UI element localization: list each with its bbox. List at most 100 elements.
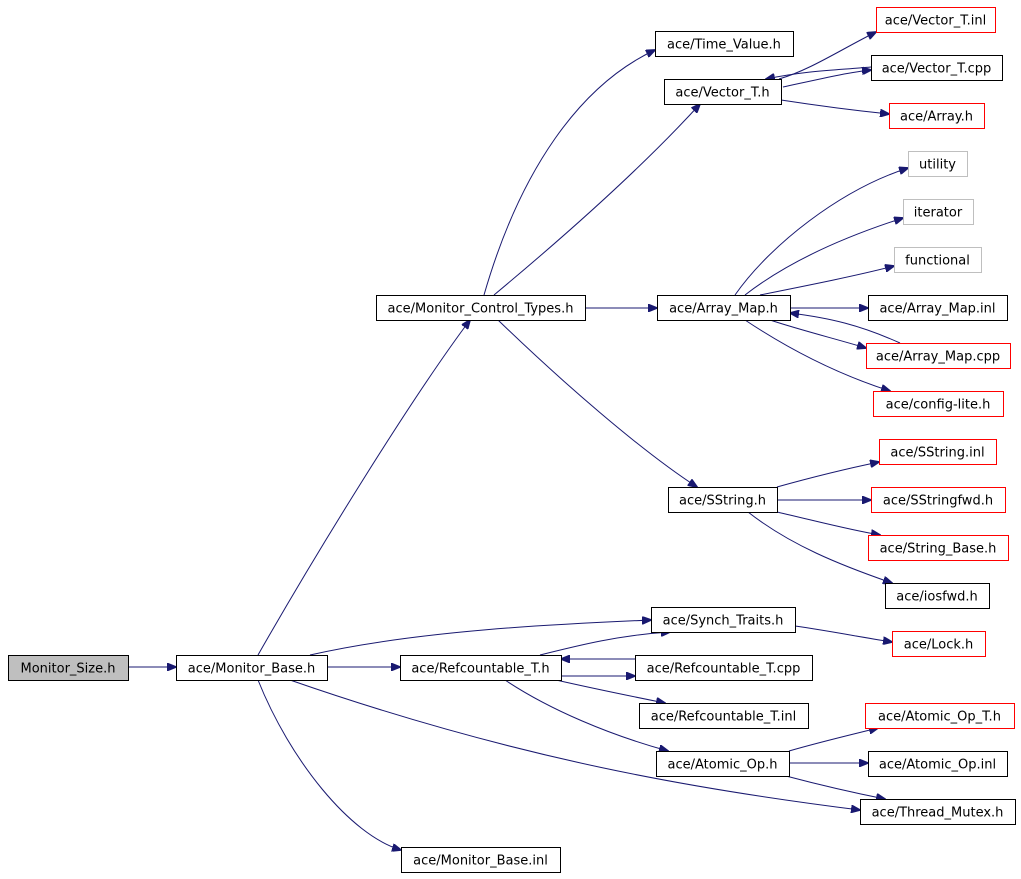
node-box bbox=[879, 439, 997, 465]
node-label: ace/Refcountable_T.cpp bbox=[647, 662, 801, 677]
node-time-value[interactable]: ace/Time_Value.h bbox=[655, 31, 794, 57]
node-box bbox=[8, 655, 129, 681]
node-functional: functional bbox=[894, 247, 982, 273]
node-box bbox=[903, 199, 974, 225]
node-label: ace/Refcountable_T.inl bbox=[651, 710, 797, 725]
edge-atomic-op-to-atomic-op-t bbox=[788, 728, 878, 752]
edge-refcountable-t-to-refcountable-t-inl bbox=[555, 679, 665, 703]
node-box bbox=[873, 391, 1004, 417]
node-monitor-base[interactable]: ace/Monitor_Base.h bbox=[176, 655, 328, 681]
node-sstringfwd[interactable]: ace/SStringfwd.h bbox=[871, 487, 1006, 513]
node-synch-traits[interactable]: ace/Synch_Traits.h bbox=[651, 607, 796, 633]
node-monitor-base-inl[interactable]: ace/Monitor_Base.inl bbox=[401, 847, 561, 873]
node-config-lite[interactable]: ace/config-lite.h bbox=[873, 391, 1004, 417]
node-box bbox=[868, 751, 1008, 777]
node-label: ace/Thread_Mutex.h bbox=[872, 806, 1004, 821]
node-array-map-cpp[interactable]: ace/Array_Map.cpp bbox=[866, 343, 1011, 369]
node-thread-mutex[interactable]: ace/Thread_Mutex.h bbox=[860, 799, 1016, 825]
node-box bbox=[639, 703, 809, 729]
node-box bbox=[908, 151, 968, 177]
node-box bbox=[401, 847, 561, 873]
edge-monitor-base-to-monitor-control-types bbox=[257, 320, 470, 656]
node-label: ace/Array.h bbox=[900, 110, 973, 125]
nodes-layer: Monitor_Size.h ace/Monitor_Base.h ace/Moni… bbox=[8, 7, 1016, 873]
edge-monitor-control-types-to-vector-t bbox=[493, 104, 700, 296]
edge-vector-t-cpp-to-vector-t bbox=[766, 66, 872, 79]
edge-refcountable-t-to-atomic-op bbox=[504, 679, 668, 751]
edge-array-map-to-array-map-cpp bbox=[769, 319, 866, 348]
node-box bbox=[651, 607, 796, 633]
node-box bbox=[860, 799, 1016, 825]
node-label: iterator bbox=[914, 206, 963, 221]
edge-array-map-to-functional bbox=[759, 266, 894, 296]
node-atomic-op-inl[interactable]: ace/Atomic_Op.inl bbox=[868, 751, 1008, 777]
node-label: ace/Array_Map.inl bbox=[879, 302, 995, 317]
node-array-h[interactable]: ace/Array.h bbox=[889, 103, 985, 129]
node-array-map-inl[interactable]: ace/Array_Map.inl bbox=[868, 295, 1008, 321]
edge-sstring-to-iosfwd bbox=[747, 511, 892, 583]
node-box bbox=[871, 55, 1003, 81]
node-string-base[interactable]: ace/String_Base.h bbox=[868, 535, 1009, 561]
node-box bbox=[876, 7, 996, 33]
node-label: ace/SString.inl bbox=[890, 446, 984, 461]
node-lock[interactable]: ace/Lock.h bbox=[892, 631, 986, 657]
node-box bbox=[376, 295, 586, 321]
node-box bbox=[868, 535, 1009, 561]
node-vector-t-inl[interactable]: ace/Vector_T.inl bbox=[876, 7, 996, 33]
node-label: ace/Atomic_Op.h bbox=[668, 758, 778, 773]
node-label: ace/Monitor_Base.inl bbox=[413, 854, 548, 869]
node-box bbox=[885, 583, 990, 609]
edge-synch-traits-to-lock bbox=[794, 625, 892, 642]
node-vector-t[interactable]: ace/Vector_T.h bbox=[664, 79, 782, 105]
node-iosfwd[interactable]: ace/iosfwd.h bbox=[885, 583, 990, 609]
node-array-map[interactable]: ace/Array_Map.h bbox=[657, 295, 791, 321]
node-label: functional bbox=[905, 254, 970, 269]
node-box bbox=[668, 487, 778, 513]
node-label: ace/String_Base.h bbox=[880, 542, 997, 557]
node-sstring-inl[interactable]: ace/SString.inl bbox=[879, 439, 997, 465]
node-label: ace/Time_Value.h bbox=[667, 38, 781, 53]
edge-vector-t-to-vector-t-inl bbox=[778, 32, 876, 80]
edge-vector-t-to-array-h bbox=[780, 99, 889, 114]
node-sstring[interactable]: ace/SString.h bbox=[668, 487, 778, 513]
node-box bbox=[865, 703, 1015, 729]
node-box bbox=[657, 295, 791, 321]
node-iterator: iterator bbox=[903, 199, 974, 225]
node-label: ace/iosfwd.h bbox=[896, 590, 977, 605]
node-label: ace/Refcountable_T.h bbox=[411, 662, 549, 677]
node-box bbox=[400, 655, 562, 681]
node-refcountable-t-cpp[interactable]: ace/Refcountable_T.cpp bbox=[635, 655, 813, 681]
edge-vector-t-to-vector-t-cpp bbox=[782, 70, 871, 88]
node-atomic-op-t[interactable]: ace/Atomic_Op_T.h bbox=[865, 703, 1015, 729]
edges-layer bbox=[128, 32, 908, 850]
node-label: ace/Lock.h bbox=[904, 638, 974, 653]
node-label: Monitor_Size.h bbox=[21, 662, 116, 677]
edge-array-map-to-utility bbox=[734, 168, 908, 296]
node-label: ace/Atomic_Op.inl bbox=[879, 758, 996, 773]
edge-array-map-to-iterator bbox=[744, 218, 903, 296]
edge-monitor-base-to-monitor-base-inl bbox=[257, 679, 401, 850]
node-label: ace/Vector_T.h bbox=[675, 86, 769, 101]
node-label: utility bbox=[919, 158, 956, 173]
node-vector-t-cpp[interactable]: ace/Vector_T.cpp bbox=[871, 55, 1003, 81]
edge-refcountable-t-to-synch-traits bbox=[539, 632, 670, 656]
node-atomic-op[interactable]: ace/Atomic_Op.h bbox=[656, 751, 790, 777]
node-box bbox=[655, 31, 794, 57]
node-box bbox=[892, 631, 986, 657]
node-refcountable-t-inl[interactable]: ace/Refcountable_T.inl bbox=[639, 703, 809, 729]
node-refcountable-t[interactable]: ace/Refcountable_T.h bbox=[400, 655, 562, 681]
node-box bbox=[889, 103, 985, 129]
node-monitor-size[interactable]: Monitor_Size.h bbox=[8, 655, 129, 681]
node-monitor-control-types[interactable]: ace/Monitor_Control_Types.h bbox=[376, 295, 586, 321]
edge-atomic-op-to-thread-mutex bbox=[785, 775, 885, 799]
edge-monitor-base-to-thread-mutex bbox=[289, 679, 860, 810]
node-box bbox=[656, 751, 790, 777]
node-label: ace/Atomic_Op_T.h bbox=[878, 710, 1001, 725]
node-label: ace/config-lite.h bbox=[886, 398, 991, 413]
node-box bbox=[664, 79, 782, 105]
edge-sstring-to-string-base bbox=[776, 511, 880, 535]
node-label: ace/SStringfwd.h bbox=[883, 494, 993, 509]
edge-monitor-control-types-to-time-value bbox=[483, 50, 655, 296]
node-box bbox=[871, 487, 1006, 513]
